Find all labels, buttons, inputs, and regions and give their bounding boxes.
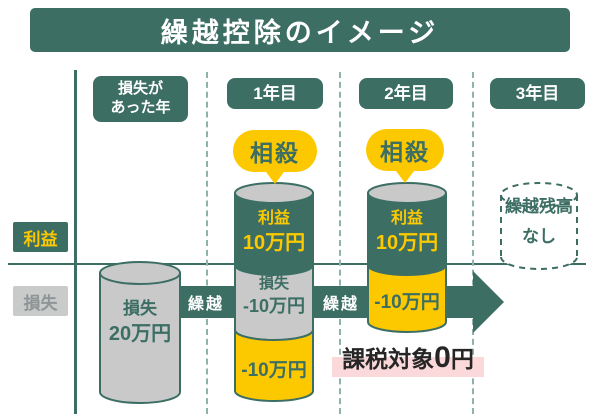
cylinder-year3-empty (500, 182, 578, 270)
row-label-loss: 損失 (13, 286, 68, 316)
carryover-arrow-head (473, 271, 504, 333)
year2-offset-value: -10万円 (374, 292, 440, 313)
cylinder-loss-year-text: 損失 20万円 (98, 298, 182, 348)
year3-balance-text: 繰越残高 なし (490, 192, 588, 252)
loss-value: -10万円 (242, 296, 305, 317)
offset-bubble-tail-year1 (263, 168, 287, 184)
year1-profit-text: 利益 10万円 (233, 208, 315, 257)
tax-note-suffix: 円 (450, 346, 474, 372)
column-header-year2: 2年目 (359, 78, 453, 109)
column-divider-3 (472, 72, 474, 414)
page-title: 繰越控除のイメージ (30, 8, 570, 52)
header-line: 2年目 (384, 83, 428, 103)
column-divider-1 (206, 72, 208, 414)
tax-note-prefix: 課税対象 (342, 346, 435, 372)
column-header-loss-year: 損失が あった年 (93, 76, 188, 122)
tax-note-highlight (332, 357, 484, 377)
loss-value: 20万円 (108, 322, 172, 345)
column-header-year3: 3年目 (490, 78, 585, 109)
column-header-year1: 1年目 (227, 78, 323, 109)
header-line: 損失が (117, 80, 163, 98)
profit-label: 利益 (390, 210, 423, 227)
year1-offset-value: -10万円 (241, 360, 307, 381)
balance-line2: なし (522, 226, 556, 246)
loss-label: 損失 (123, 299, 157, 318)
balance-line1: 繰越残高 (505, 197, 573, 216)
header-line: あった年 (110, 99, 171, 116)
profit-value: 10万円 (242, 231, 306, 254)
profit-value: 10万円 (375, 231, 439, 254)
year2-profit-text: 利益 10万円 (366, 208, 448, 257)
cylinder-year2 (367, 182, 447, 333)
tax-note: 課税対象0円 (330, 340, 486, 375)
offset-bubble-year2: 相殺 (366, 129, 444, 171)
loss-label: 損失 (258, 275, 289, 292)
column-divider-2 (339, 72, 341, 414)
cylinder-loss-year (99, 261, 181, 404)
offset-bubble-year1: 相殺 (233, 130, 317, 172)
carryover-label-1: 繰越 (187, 296, 224, 313)
header-line: 3年目 (515, 83, 560, 103)
year1-loss-text: 損失 -10万円 (233, 274, 315, 319)
profit-label: 利益 (257, 210, 290, 227)
offset-bubble-tail-year2 (393, 167, 417, 183)
carryover-label-2: 繰越 (322, 296, 359, 313)
row-label-profit: 利益 (13, 222, 68, 252)
header-line: 1年目 (253, 83, 297, 103)
tax-note-amount: 0 (434, 341, 451, 374)
y-axis-line (74, 70, 77, 414)
cylinder-year1 (234, 182, 314, 402)
